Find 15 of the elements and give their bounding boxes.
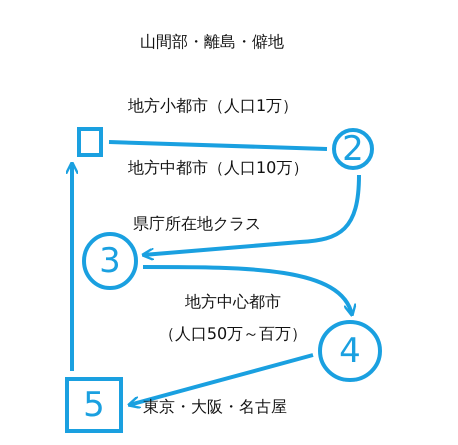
- region-label: 地方中心都市（人口50万～百万）: [158, 291, 308, 345]
- circled-number: 2: [332, 128, 374, 170]
- region-label: 県庁所在地クラス: [133, 214, 261, 235]
- region-label: 地方中都市（人口10万）: [128, 158, 308, 179]
- sketch-box: [76, 126, 104, 158]
- arrow: [143, 265, 355, 318]
- arrow: [126, 353, 314, 410]
- circled-number: 4: [318, 320, 382, 382]
- boxed-number: 5: [64, 376, 124, 434]
- region-label: 地方小都市（人口1万）: [128, 96, 298, 117]
- circled-number: 3: [82, 232, 138, 290]
- arrow: [140, 174, 361, 262]
- region-label: 東京・大阪・名古屋: [143, 397, 287, 418]
- title: 山間部・離島・僻地: [140, 32, 284, 53]
- arrow: [64, 160, 80, 371]
